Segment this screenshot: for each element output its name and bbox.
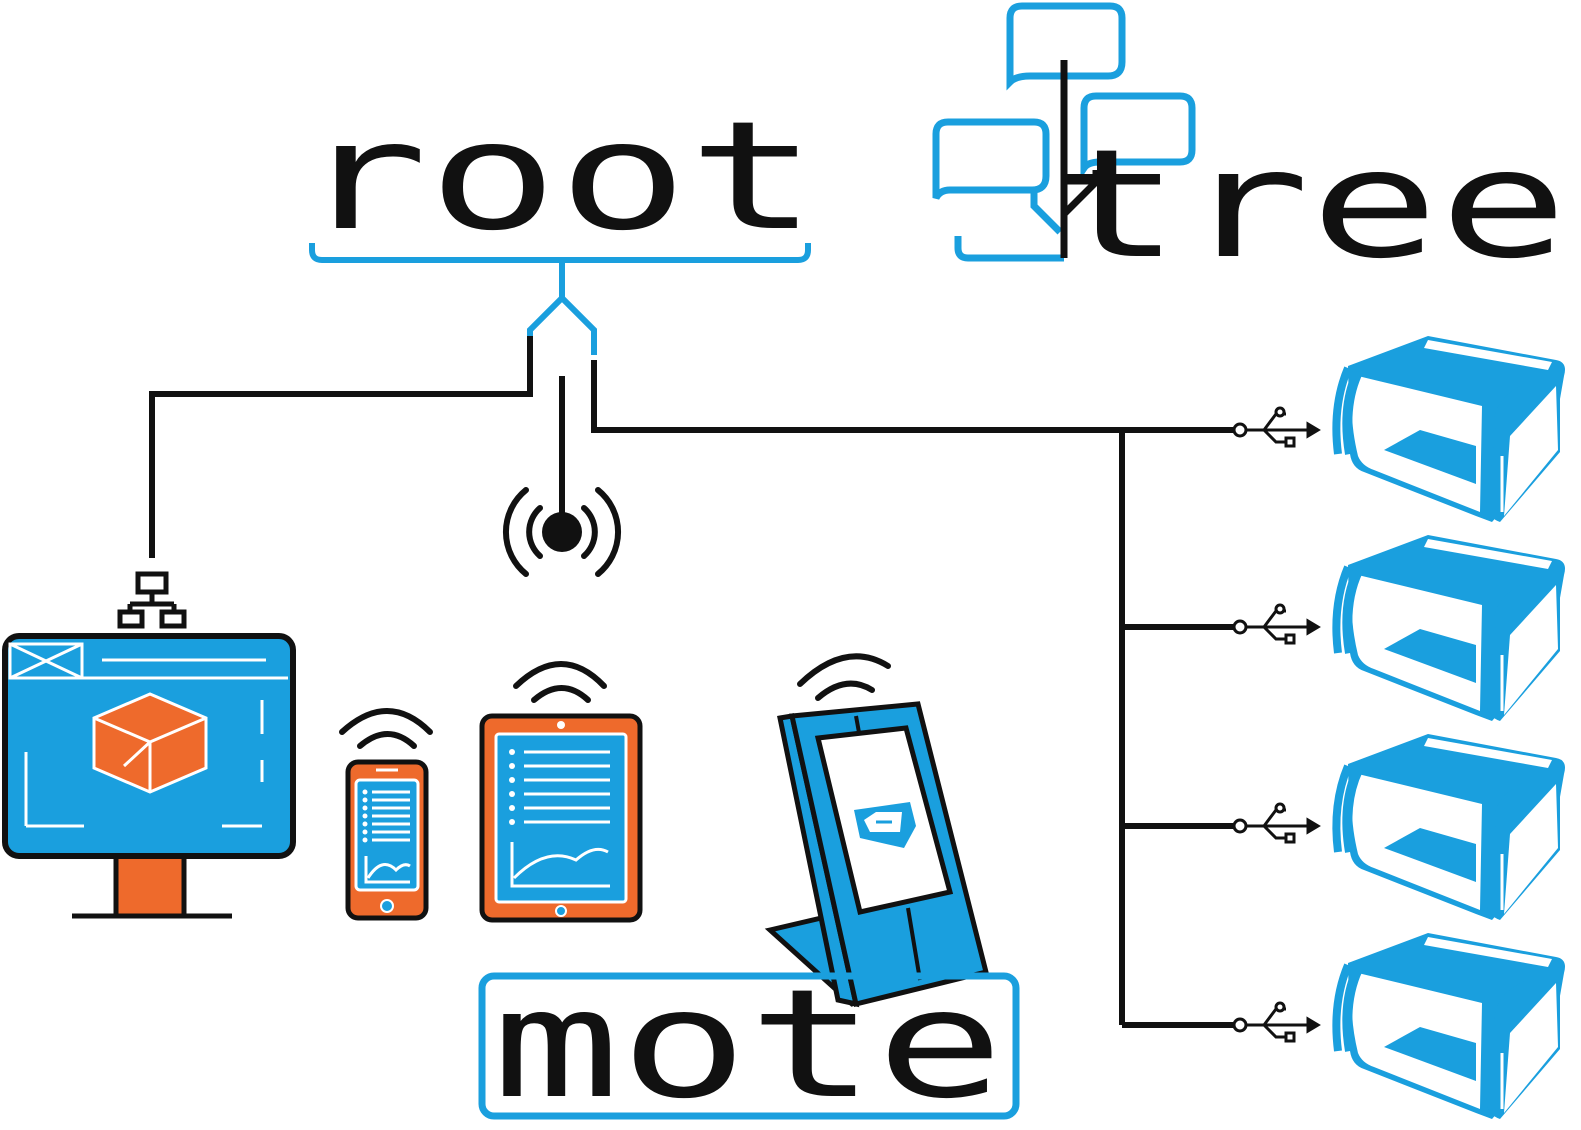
smartphone bbox=[339, 708, 433, 921]
tablet-wifi-icon bbox=[513, 661, 607, 703]
usb-icon bbox=[1232, 1001, 1321, 1043]
wifi-broadcast-icon bbox=[502, 487, 622, 577]
usb-icon bbox=[1232, 802, 1321, 844]
usb-icon bbox=[1232, 603, 1321, 645]
wire-to-printers bbox=[591, 360, 1240, 433]
tree-bracket bbox=[954, 236, 1064, 262]
kiosk-wifi-icon bbox=[797, 653, 891, 701]
mote-label-frame bbox=[478, 972, 1020, 1120]
network-wiring bbox=[149, 336, 1240, 1028]
3d-printer-icon bbox=[1336, 933, 1565, 1119]
root-label-group: root bbox=[298, 90, 818, 355]
monitor-stand bbox=[113, 849, 187, 919]
tree-branch-left bbox=[1030, 192, 1063, 235]
tree-box-right bbox=[1080, 92, 1196, 180]
tree-label-group: tree bbox=[932, 2, 1568, 292]
3d-printer-icon bbox=[1336, 535, 1565, 721]
network-icon bbox=[117, 571, 187, 629]
3d-printers bbox=[1336, 336, 1565, 1119]
tablet bbox=[479, 661, 643, 923]
cube-icon bbox=[92, 692, 208, 794]
kiosk-printer-icon bbox=[854, 802, 916, 848]
root-label: root bbox=[298, 90, 818, 264]
root-fork bbox=[527, 260, 597, 355]
3d-printer-icon bbox=[1336, 336, 1565, 522]
mote-label: mote bbox=[492, 958, 1004, 1130]
wire-to-desktop bbox=[149, 336, 533, 558]
tree-trunk bbox=[1060, 60, 1100, 258]
usb-icon bbox=[1232, 406, 1321, 448]
mote-kiosk bbox=[764, 653, 990, 1008]
desktop-computer bbox=[2, 633, 296, 919]
3d-printer-icon bbox=[1336, 734, 1565, 920]
phone-wifi-icon bbox=[339, 708, 433, 749]
tree-label: tree bbox=[1052, 118, 1568, 292]
tree-box-top bbox=[1006, 2, 1126, 91]
mote-label-group: mote bbox=[478, 958, 1020, 1130]
usb-icons bbox=[1232, 406, 1321, 1043]
tree-box-left bbox=[932, 118, 1050, 200]
